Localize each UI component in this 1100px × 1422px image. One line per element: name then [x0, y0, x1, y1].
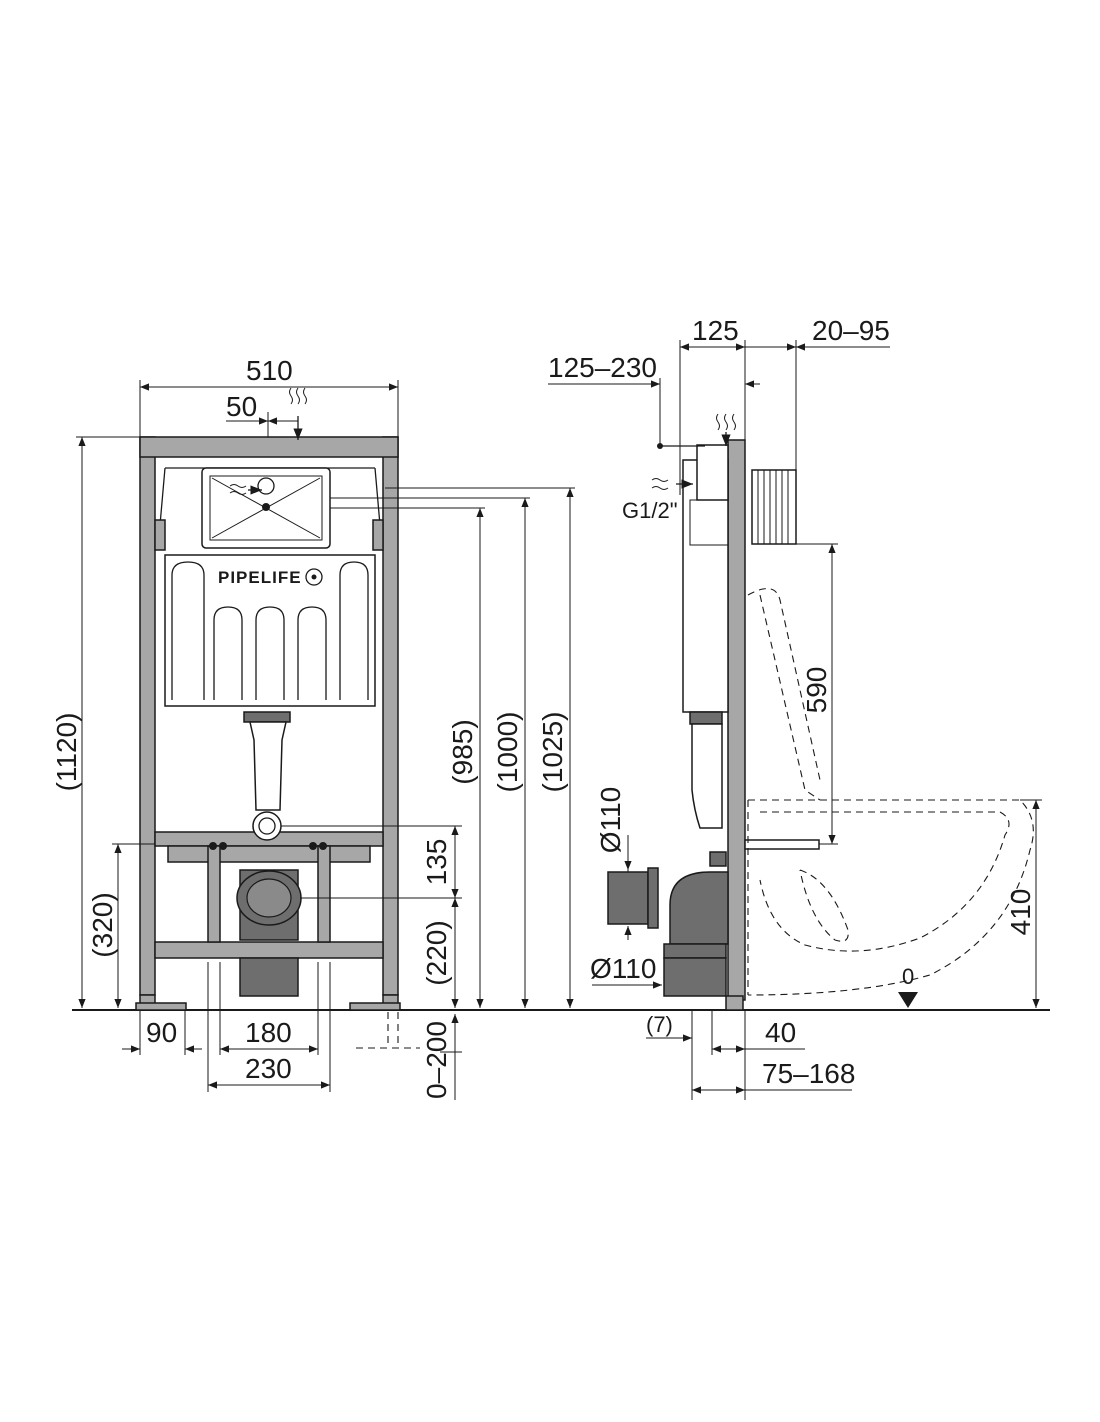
anchor-bolt-4 — [319, 842, 327, 850]
cistern-rib-1 — [171, 561, 205, 700]
dim-label-590: 590 — [801, 667, 832, 714]
cistern-rib-3 — [255, 606, 285, 700]
dim-label-1120: (1120) — [51, 713, 82, 792]
frame-right-upright — [382, 436, 399, 996]
dim-label-0-200: 0–200 — [421, 1021, 452, 1099]
dim-label-7: (7) — [646, 1012, 673, 1037]
frame-bottom-bar — [154, 941, 384, 959]
cistern-rib-4 — [297, 606, 327, 700]
brand-logo-circle — [305, 568, 323, 586]
frame-middle-bracket — [167, 845, 371, 863]
frame-top-bar — [139, 436, 399, 458]
dim-label-320: (320) — [87, 892, 118, 957]
floor-zero-marker — [898, 992, 918, 1008]
dim-label-125-230: 125–230 — [548, 352, 657, 383]
bracket-left — [154, 519, 166, 551]
side-drain-lower — [663, 957, 727, 997]
frame-strut-left — [207, 845, 221, 943]
dim-label-985: (985) — [447, 719, 478, 784]
dim-label-230: 230 — [245, 1053, 292, 1084]
dim-label-d110-bottom: Ø110 — [590, 953, 656, 984]
side-drain-coupler — [607, 871, 649, 925]
cistern-rib-2 — [213, 606, 243, 700]
dim-label-125: 125 — [692, 315, 739, 346]
dim-label-40: 40 — [765, 1017, 796, 1048]
drain-pipe-lower — [239, 957, 299, 997]
anchor-bolt-2 — [219, 842, 227, 850]
side-cistern-top — [696, 444, 729, 501]
frame-strut-right — [317, 845, 331, 943]
brand-logo-text: PIPELIFE — [218, 568, 302, 587]
dim-label-1025: (1025) — [537, 712, 568, 793]
side-flush-pipe — [691, 723, 723, 829]
dim-label-20-95: 20–95 — [812, 315, 890, 346]
flush-pipe-collar — [243, 711, 291, 723]
dim-label-220: (220) — [421, 920, 452, 985]
flush-pipe — [249, 721, 287, 811]
dim-label-90: 90 — [146, 1017, 177, 1048]
side-flush-connector — [744, 839, 820, 850]
dim-label-410: 410 — [1005, 889, 1036, 936]
flush-pipe-outlet — [252, 811, 282, 841]
floor-zero-label: 0 — [902, 964, 914, 989]
cistern-tank — [164, 554, 376, 707]
side-flush-collar — [689, 711, 723, 725]
side-frame-post — [727, 439, 746, 1001]
dim-label-510: 510 — [246, 355, 293, 386]
dim-label-1000: (1000) — [492, 712, 523, 793]
front-view: PIPELIFE — [51, 355, 575, 1100]
side-drain-elbow — [669, 871, 729, 945]
dim-label-180: 180 — [245, 1017, 292, 1048]
side-wall-sleeve — [751, 469, 797, 545]
dim-label-d110-top: Ø110 — [595, 787, 626, 853]
dim-label-75-168: 75–168 — [762, 1058, 855, 1089]
side-frame-foot — [725, 995, 744, 1011]
foot-plate-right — [349, 1002, 401, 1011]
side-view: G1/2" 0 125 20–95 1 — [548, 315, 1042, 1100]
inlet-thread-label: G1/2" — [622, 498, 678, 523]
side-drain-collar — [663, 943, 727, 959]
bracket-right — [372, 519, 384, 551]
anchor-bolt-3 — [309, 842, 317, 850]
dim-label-135: 135 — [421, 839, 452, 886]
dim-label-50: 50 — [226, 391, 257, 422]
foot-plate-left — [135, 1002, 187, 1011]
cistern-rib-5 — [339, 561, 369, 700]
toilet-bowl-outline — [747, 799, 1034, 996]
frame-left-upright — [139, 436, 156, 996]
anchor-bolt-1 — [209, 842, 217, 850]
